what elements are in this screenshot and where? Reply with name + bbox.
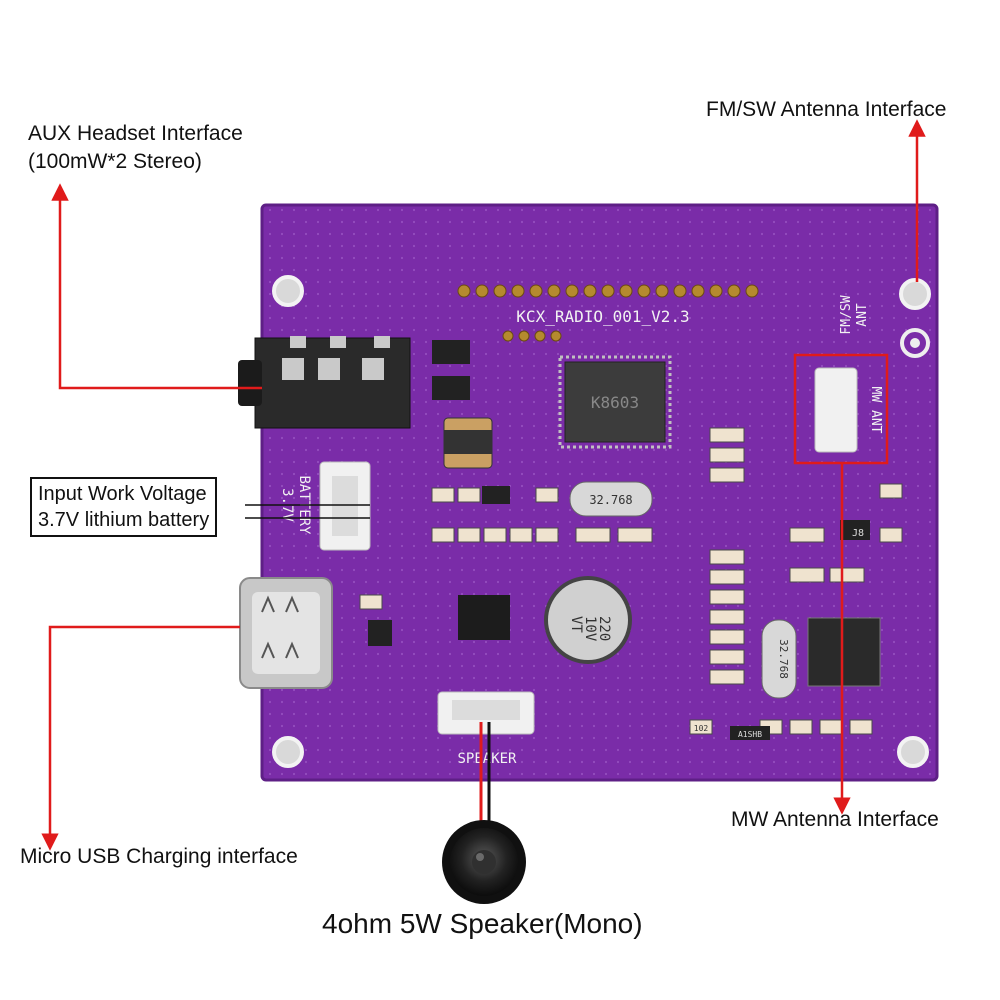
crystal-oscillator-2: 32.768: [761, 619, 797, 699]
mw-ant-label: MW ANT: [868, 387, 883, 434]
aux-interface-spec: (100mW*2 Stereo): [28, 150, 202, 173]
inductor: [443, 417, 493, 469]
aux-interface-callout: AUX Headset Interface (100mW*2 Stereo): [28, 120, 243, 176]
resistor-label: 102: [694, 724, 709, 733]
mounting-hole-br: [897, 736, 929, 768]
arrow-aux: [51, 183, 262, 390]
usb-charging-port: [239, 577, 333, 689]
crystal-oscillator-1: 32.768: [569, 481, 653, 517]
mounting-hole-tr: [899, 278, 931, 310]
crystal-1-label: 32.768: [589, 493, 632, 507]
input-voltage-spec: 3.7V lithium battery: [38, 509, 210, 531]
speaker-wires: [479, 722, 491, 832]
speaker-caption: 4ohm 5W Speaker(Mono): [322, 908, 643, 939]
aux-interface-title: AUX Headset Interface: [28, 122, 243, 145]
usb-charging-callout: Micro USB Charging interface: [20, 845, 298, 868]
transistor-label: J8: [852, 528, 864, 539]
mounting-hole-bl: [272, 736, 304, 768]
callout-arrows: [41, 119, 926, 851]
header-pins: [457, 284, 759, 342]
secondary-chip: [807, 617, 881, 687]
crystal-2-label: 32.768: [777, 639, 790, 679]
aux-headset-jack: [238, 336, 411, 429]
capacitor-voltage: 10V: [582, 616, 598, 642]
amplifier-chip: [458, 595, 510, 640]
capacitor-series: VT: [568, 616, 584, 633]
speaker-connector: SPEAKER: [437, 691, 535, 767]
diode-label: A1SHB: [738, 730, 762, 739]
pcb-board: KCX_RADIO_001_V2.3 K8603 BATTERY 3.7V: [238, 203, 939, 782]
fm-sw-ant-label: ANT: [855, 303, 870, 327]
mounting-hole-tl: [272, 275, 304, 307]
battery-leader-lines: [245, 504, 370, 519]
mw-antenna-connector: MW ANT: [814, 367, 883, 453]
electrolytic-capacitor: 220 10V VT: [544, 576, 632, 664]
input-voltage-callout: Input Work Voltage 3.7V lithium battery: [30, 477, 218, 537]
input-voltage-title: Input Work Voltage: [38, 483, 207, 505]
main-chip-label: K8603: [591, 393, 639, 412]
smd-components: [359, 427, 903, 735]
board-model-label: KCX_RADIO_001_V2.3: [516, 307, 689, 326]
smd-dark-parts: [368, 340, 870, 740]
speaker-icon: [442, 820, 526, 904]
capacitor-value: 220: [596, 616, 612, 641]
arrow-usb: [41, 625, 240, 851]
mw-antenna-callout: MW Antenna Interface: [731, 808, 939, 831]
speaker-label: SPEAKER: [457, 751, 517, 767]
fm-sw-antenna-callout: FM/SW Antenna Interface: [706, 98, 947, 121]
main-radio-chip: K8603: [558, 355, 672, 449]
fm-sw-label: FM/SW: [839, 295, 854, 334]
